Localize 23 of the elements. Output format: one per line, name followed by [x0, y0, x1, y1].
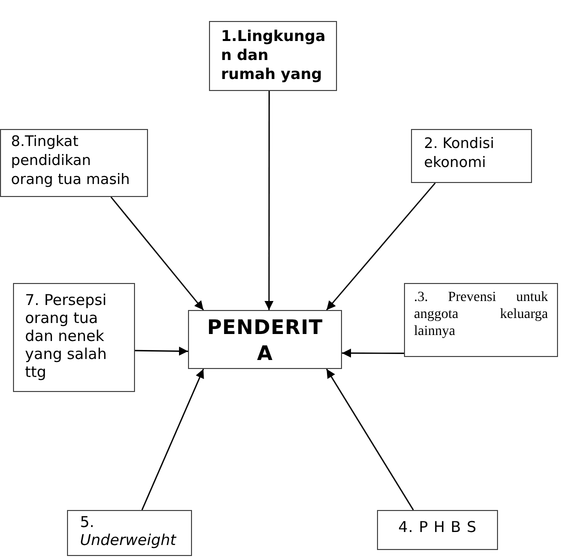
- factor-text: .3. Prevensi untuk anggota keluarga lainnya: [414, 289, 548, 340]
- arrow: [326, 368, 414, 510]
- arrow: [342, 348, 404, 358]
- factor-box: [13, 283, 135, 392]
- factor-text: 8.Tingkat pendidikan orang tua masih: [11, 133, 131, 190]
- outcome-box: [188, 310, 342, 369]
- arrow: [326, 182, 436, 310]
- factor-box: [0, 129, 148, 197]
- factor-box: [67, 510, 192, 556]
- factor-box: [404, 283, 558, 357]
- arrow: [135, 346, 188, 356]
- outcome-text: PENDERITA: [206, 314, 324, 367]
- arrow: [141, 368, 204, 510]
- arrow: [110, 196, 204, 310]
- factor-box: [209, 21, 337, 91]
- factor-text: 4. P H B S: [398, 518, 477, 538]
- arrow: [264, 91, 274, 310]
- factor-text: 7. Persepsi orang tua dan nenek yang salah ttg: [25, 291, 108, 381]
- factor-box: [411, 129, 532, 183]
- factor-text: 2. Kondisi ekonomi: [424, 135, 496, 173]
- factor-text: 5. Underweight: [80, 513, 178, 549]
- factor-box: [377, 510, 498, 550]
- factor-text: 1.Lingkungan dan rumah yang: [221, 27, 326, 84]
